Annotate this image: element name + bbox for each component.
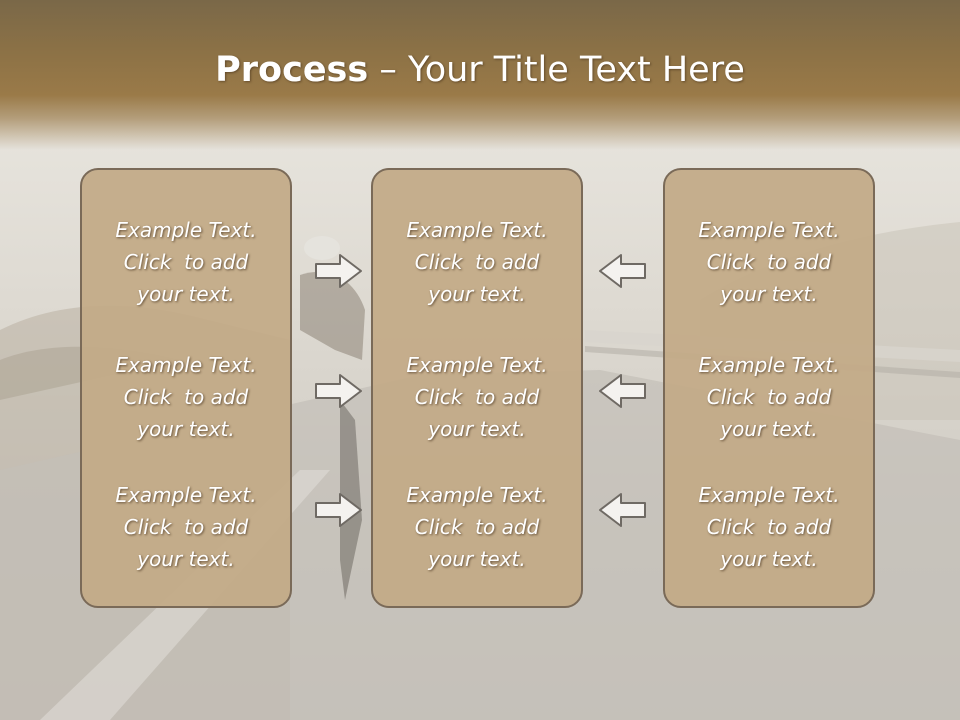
text-line: Example Text. (115, 353, 257, 377)
text-line: your text. (720, 282, 818, 306)
text-line: Click to add (123, 515, 249, 539)
panel-text-block[interactable]: Example Text. Click to add your text. (665, 214, 873, 310)
title-bar (0, 0, 960, 150)
panel-text-block[interactable]: Example Text. Click to add your text. (373, 214, 581, 310)
text-line: Click to add (414, 515, 540, 539)
text-line: Example Text. (698, 218, 840, 242)
text-line: Click to add (414, 250, 540, 274)
text-line: your text. (137, 282, 235, 306)
panel-text-block[interactable]: Example Text. Click to add your text. (373, 479, 581, 575)
slide-title[interactable]: Process – Your Title Text Here (0, 50, 960, 90)
panel-text-block[interactable]: Example Text. Click to add your text. (82, 214, 290, 310)
process-panel-right[interactable]: Example Text. Click to add your text. Ex… (663, 168, 875, 608)
text-line: your text. (720, 417, 818, 441)
arrow-right-icon[interactable] (314, 253, 364, 289)
arrow-right-icon[interactable] (314, 373, 364, 409)
text-line: your text. (137, 417, 235, 441)
arrow-left-icon[interactable] (597, 373, 647, 409)
title-rest: – Your Title Text Here (368, 50, 745, 90)
panel-text-block[interactable]: Example Text. Click to add your text. (665, 349, 873, 445)
panel-text-block[interactable]: Example Text. Click to add your text. (82, 349, 290, 445)
text-line: Click to add (123, 250, 249, 274)
text-line: Example Text. (698, 483, 840, 507)
arrow-right-icon[interactable] (314, 492, 364, 528)
panel-text-block[interactable]: Example Text. Click to add your text. (665, 479, 873, 575)
process-panel-left[interactable]: Example Text. Click to add your text. Ex… (80, 168, 292, 608)
panel-text-block[interactable]: Example Text. Click to add your text. (373, 349, 581, 445)
text-line: Click to add (706, 385, 832, 409)
text-line: Click to add (123, 385, 249, 409)
text-line: Example Text. (115, 483, 257, 507)
text-line: Click to add (706, 515, 832, 539)
text-line: your text. (428, 547, 526, 571)
title-bold: Process (215, 50, 369, 90)
text-line: Example Text. (406, 218, 548, 242)
text-line: your text. (720, 547, 818, 571)
process-panel-center[interactable]: Example Text. Click to add your text. Ex… (371, 168, 583, 608)
text-line: Click to add (706, 250, 832, 274)
panel-text-block[interactable]: Example Text. Click to add your text. (82, 479, 290, 575)
arrow-left-icon[interactable] (597, 253, 647, 289)
text-line: Example Text. (406, 483, 548, 507)
text-line: your text. (428, 282, 526, 306)
arrow-left-icon[interactable] (597, 492, 647, 528)
text-line: Example Text. (115, 218, 257, 242)
text-line: Click to add (414, 385, 540, 409)
text-line: Example Text. (698, 353, 840, 377)
text-line: your text. (428, 417, 526, 441)
text-line: your text. (137, 547, 235, 571)
text-line: Example Text. (406, 353, 548, 377)
